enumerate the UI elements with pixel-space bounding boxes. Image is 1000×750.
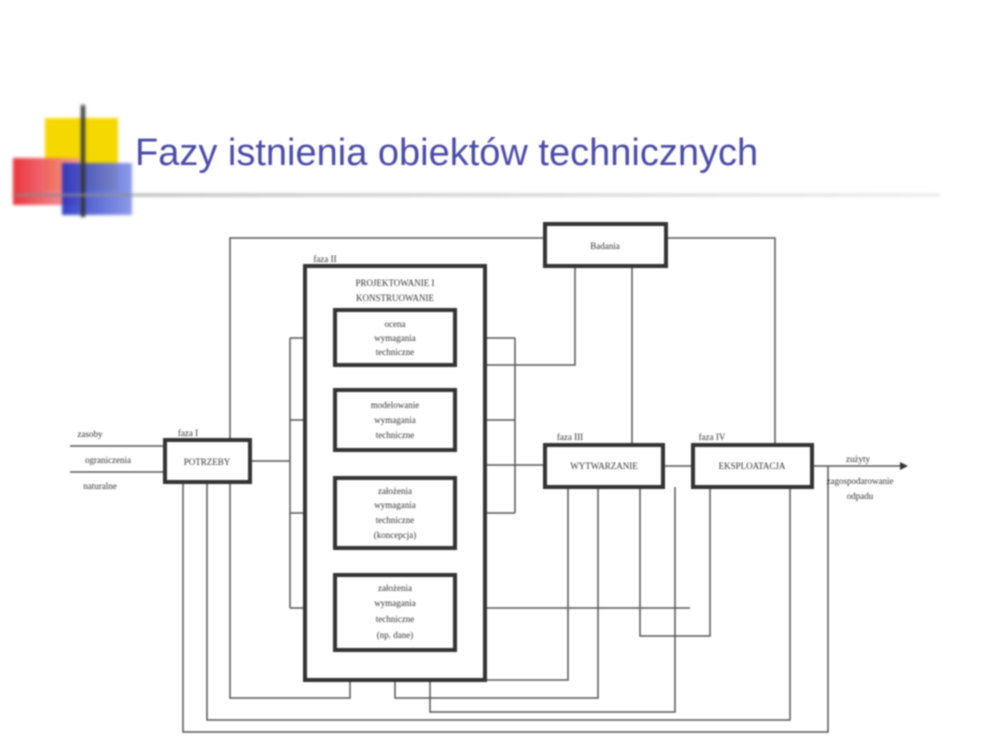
sub-box-text: techniczne (376, 614, 414, 624)
sub-box-1 (333, 308, 457, 367)
sub-box-3 (333, 476, 457, 550)
sub-box-4 (333, 573, 457, 652)
sub-box-text: wymagania (374, 500, 415, 510)
input-label: ograniczenia (85, 455, 131, 465)
output-label: odpadu (847, 491, 874, 501)
sub-box-text: techniczne (376, 515, 414, 525)
phase4-label: faza IV (699, 432, 726, 442)
phase1-label: faza I (178, 428, 198, 438)
manufacturing-box (543, 443, 665, 489)
sub-box-text: (koncepcja) (374, 530, 416, 540)
sub-box-2 (333, 388, 457, 452)
research-box (543, 222, 668, 268)
sub-box-text: modelowanie (371, 400, 420, 410)
output-label: zagospodarowanie (827, 476, 894, 486)
sub-box-text: wymagania (374, 598, 415, 608)
sub-box-text: ocena (385, 319, 406, 329)
sub-box-text: (np. dane) (377, 630, 413, 640)
needs-box (163, 438, 252, 484)
phase2-label: faza II (313, 254, 336, 264)
output-arrow-icon (900, 462, 908, 470)
slide-title: Fazy istnienia obiektów technicznych (135, 132, 759, 174)
output-label: zużyty (846, 454, 870, 464)
operation-box-text: EKSPLOATACJA (719, 461, 786, 471)
sub-box-text: techniczne (376, 430, 414, 440)
phase2-title: KONSTRUOWANIE (356, 293, 434, 303)
phase3-label: faza III (557, 432, 583, 442)
sub-box-text: założenia (378, 583, 412, 593)
sub-box-text: techniczne (376, 347, 414, 357)
phase2-title: PROJEKTOWANIE I (355, 278, 434, 288)
research-box-text: Badania (590, 241, 620, 251)
operation-box (691, 443, 814, 489)
logo-blue-square (62, 163, 132, 215)
logo-vertical-line (81, 105, 85, 217)
sub-box-text: wymagania (374, 415, 415, 425)
manufacturing-box-text: WYTWARZANIE (570, 461, 638, 471)
sub-box-text: założenia (378, 486, 412, 496)
sub-box-text: wymagania (374, 333, 415, 343)
title-underline (15, 194, 940, 196)
input-label: naturalne (83, 481, 116, 491)
boxes (163, 222, 814, 682)
needs-box-text: POTRZEBY (184, 457, 231, 467)
input-label: zasoby (78, 429, 103, 439)
